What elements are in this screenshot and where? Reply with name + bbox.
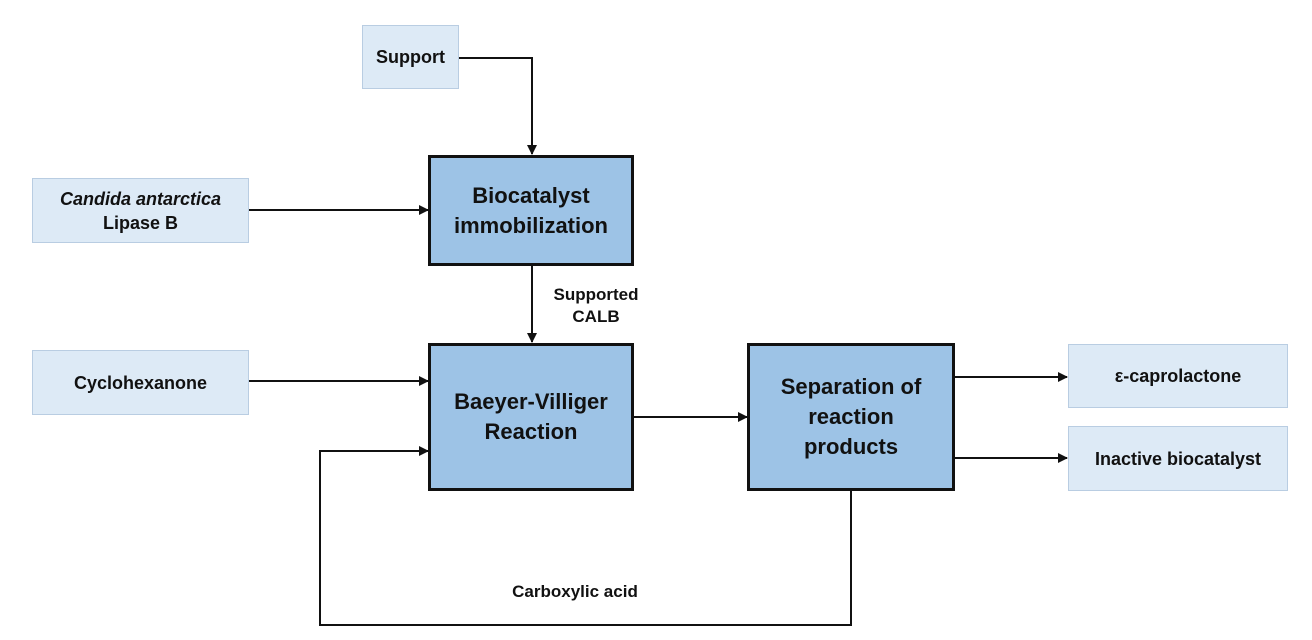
reaction-line-2: Reaction xyxy=(484,419,578,444)
cyclohexanone-box: Cyclohexanone xyxy=(32,350,249,415)
immobilization-line-1: Biocatalyst xyxy=(472,182,590,208)
separation-line-3: products xyxy=(803,434,899,459)
immobilization-line-2: immobilization xyxy=(454,212,608,238)
carboxylic-acid-label: Carboxylic acid xyxy=(512,582,638,601)
caprolactone-box: ε-caprolactone xyxy=(1068,344,1288,408)
arrow-recycle-carboxylic-acid xyxy=(319,446,852,626)
enzyme-name-label: Lipase B xyxy=(102,212,179,233)
arrow-support-to-immobilization xyxy=(459,57,537,155)
inactive-biocatalyst-label: Inactive biocatalyst xyxy=(1094,448,1262,469)
cyclohexanone-label: Cyclohexanone xyxy=(73,372,208,393)
supported-label-line-2: CALB xyxy=(572,307,620,326)
support-label: Support xyxy=(376,47,445,67)
support-box: Support xyxy=(362,25,459,89)
immobilization-box: Biocatalyst immobilization xyxy=(428,155,634,266)
supported-calb-label: Supported CALB xyxy=(540,284,652,328)
separation-line-2: reaction xyxy=(808,404,894,429)
reaction-box: Baeyer-Villiger Reaction xyxy=(428,343,634,491)
caprolactone-label: ε-caprolactone xyxy=(1114,366,1242,386)
inactive-biocatalyst-box: Inactive biocatalyst xyxy=(1068,426,1288,491)
separation-line-1: Separation of xyxy=(780,374,922,399)
separation-box: Separation of reaction products xyxy=(747,343,955,491)
reaction-line-1: Baeyer-Villiger xyxy=(454,389,608,414)
supported-label-line-1: Supported xyxy=(553,285,639,304)
enzyme-species-label: Candida antarctica xyxy=(59,188,222,209)
enzyme-box: Candida antarctica Lipase B xyxy=(32,178,249,243)
